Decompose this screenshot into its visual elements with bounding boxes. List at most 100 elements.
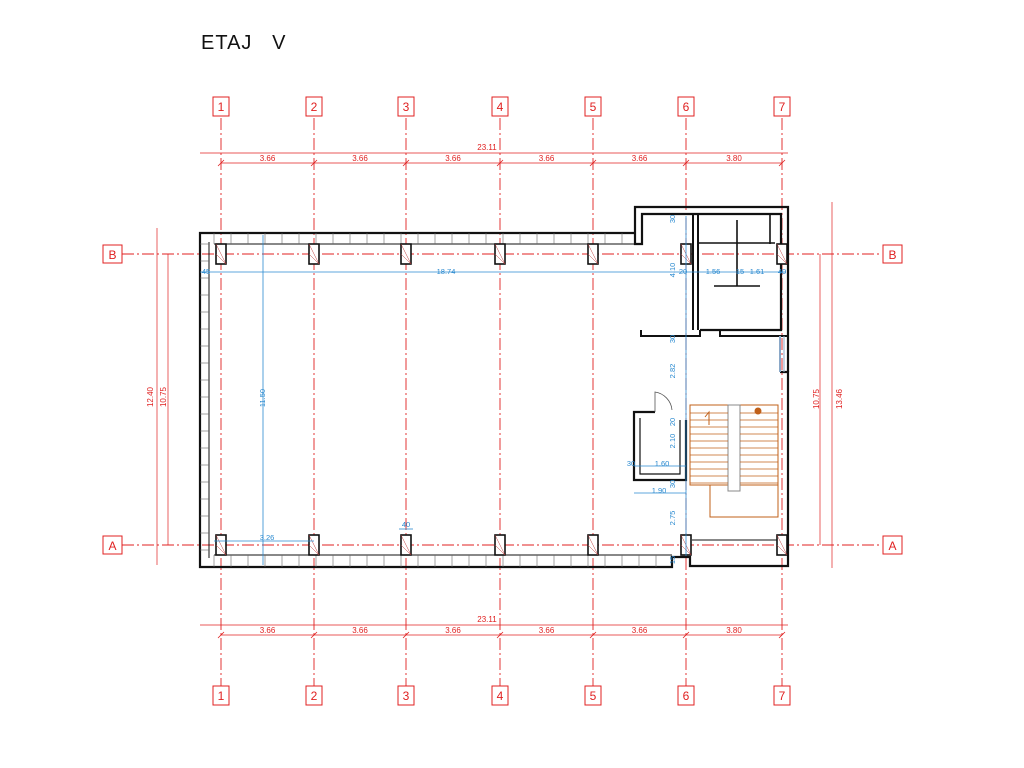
dim-top-span: 3.66 bbox=[352, 154, 368, 163]
dim-right-inner: 10.75 bbox=[812, 388, 821, 409]
axis-bubble bbox=[305, 685, 323, 706]
stair-well bbox=[727, 404, 741, 492]
dim-right-edge: 40 bbox=[778, 267, 786, 276]
glazing-left bbox=[200, 243, 209, 551]
dim-core-30c: 30 bbox=[668, 480, 677, 488]
column-hatch bbox=[308, 243, 320, 265]
dim-tick bbox=[402, 631, 410, 639]
stair-arrow bbox=[704, 410, 710, 425]
glazing-top bbox=[213, 233, 623, 244]
dim-core-282: 2.82 bbox=[668, 364, 677, 379]
dim-lift-160: 1.60 bbox=[655, 459, 670, 468]
column-hatch bbox=[587, 253, 599, 265]
dim-core-15: 15 bbox=[668, 556, 677, 564]
axis-label-top: 5 bbox=[590, 100, 597, 114]
column-hatch bbox=[308, 253, 320, 265]
axis-bubble bbox=[677, 685, 695, 706]
dim-right-outer: 13.46 bbox=[835, 388, 844, 409]
interior-dimensions bbox=[200, 216, 786, 565]
axis-bubble bbox=[882, 244, 903, 264]
axis-label-bottom: 7 bbox=[779, 689, 786, 703]
axis-bubble bbox=[212, 96, 230, 117]
dim-tick bbox=[217, 631, 225, 639]
axis-label-top: 7 bbox=[779, 100, 786, 114]
axis-bubble bbox=[491, 96, 509, 117]
column-hatch bbox=[494, 534, 506, 556]
dim-top-span: 3.66 bbox=[260, 154, 276, 163]
dim-tick bbox=[589, 631, 597, 639]
dim-small-a: 1.56 bbox=[706, 267, 721, 276]
column-hatch bbox=[215, 253, 227, 265]
axis-bubble bbox=[397, 685, 415, 706]
dim-top-span: 3.66 bbox=[632, 154, 648, 163]
dim-tick bbox=[496, 159, 504, 167]
plan-title: ETAJ V bbox=[201, 32, 287, 54]
columns bbox=[215, 243, 788, 556]
dim-bottom-span: 3.66 bbox=[352, 626, 368, 635]
column-hatch bbox=[400, 544, 412, 556]
dim-bay: 3.26 bbox=[260, 533, 275, 542]
axis-bubble bbox=[773, 96, 791, 117]
grid-dimension-labels: 23.11 3.66 3.66 3.66 3.66 3.66 3.80 23.11 3.66 3.… bbox=[146, 143, 844, 639]
axis-bubble bbox=[773, 685, 791, 706]
axis-label-bottom: 3 bbox=[403, 689, 410, 703]
dim-width-main: 18.74 bbox=[437, 267, 456, 276]
column-hatch bbox=[400, 534, 412, 556]
stair-marker bbox=[754, 407, 762, 415]
dim-top-span: 3.80 bbox=[726, 154, 742, 163]
column-hatch bbox=[587, 544, 599, 556]
dim-lift-30: 30 bbox=[627, 459, 635, 468]
dim-core-210: 2.10 bbox=[668, 434, 677, 449]
column-hatch bbox=[776, 253, 788, 265]
axis-label-right: A bbox=[888, 539, 896, 553]
column-hatch bbox=[494, 243, 506, 265]
outer-wall-right bbox=[633, 205, 790, 372]
dim-wall: 20 bbox=[679, 267, 687, 276]
axis-label-top: 4 bbox=[497, 100, 504, 114]
dim-core-4: 4.10 bbox=[668, 263, 677, 278]
core-wall bbox=[719, 330, 788, 337]
stair-treads bbox=[690, 412, 778, 484]
dim-core-275: 2.75 bbox=[668, 511, 677, 526]
column-hatch bbox=[215, 544, 227, 556]
dim-tick bbox=[310, 159, 318, 167]
axis-label-top: 3 bbox=[403, 100, 410, 114]
axis-label-bottom: 6 bbox=[683, 689, 690, 703]
axis-label-left: B bbox=[108, 248, 116, 262]
dim-tick bbox=[217, 159, 225, 167]
shaft-wall bbox=[632, 410, 688, 482]
dim-bottom-span: 3.66 bbox=[539, 626, 555, 635]
walls bbox=[198, 205, 790, 569]
axis-label-bottom: 2 bbox=[311, 689, 318, 703]
stair-flight bbox=[739, 404, 779, 486]
dim-bottom-total: 23.11 bbox=[477, 615, 497, 624]
dim-core-20: 20 bbox=[668, 418, 677, 426]
column-hatch bbox=[587, 243, 599, 265]
axis-bubble bbox=[305, 96, 323, 117]
axis-label-top: 2 bbox=[311, 100, 318, 114]
dim-small-b: 15 bbox=[736, 267, 744, 276]
shaft-wall bbox=[639, 418, 681, 475]
axis-bubble bbox=[102, 535, 123, 555]
stair bbox=[689, 404, 779, 518]
axis-label-top: 1 bbox=[218, 100, 225, 114]
dim-top-span: 3.66 bbox=[539, 154, 555, 163]
dim-bottom-span: 3.66 bbox=[260, 626, 276, 635]
column-hatch bbox=[494, 253, 506, 265]
dim-core-top: 30 bbox=[668, 215, 677, 223]
column-hatch bbox=[308, 534, 320, 556]
axis-bubble bbox=[212, 685, 230, 706]
dim-tick bbox=[682, 631, 690, 639]
dim-tick bbox=[310, 631, 318, 639]
dim-tick bbox=[682, 159, 690, 167]
dim-height-main: 11.50 bbox=[258, 389, 267, 407]
axis-bubble bbox=[677, 96, 695, 117]
dim-top-total: 23.11 bbox=[477, 143, 497, 152]
axis-bubble bbox=[882, 535, 903, 555]
column-hatch bbox=[587, 534, 599, 556]
dim-small-c: 1.61 bbox=[750, 267, 765, 276]
dim-tick bbox=[778, 159, 786, 167]
dim-tick bbox=[778, 631, 786, 639]
